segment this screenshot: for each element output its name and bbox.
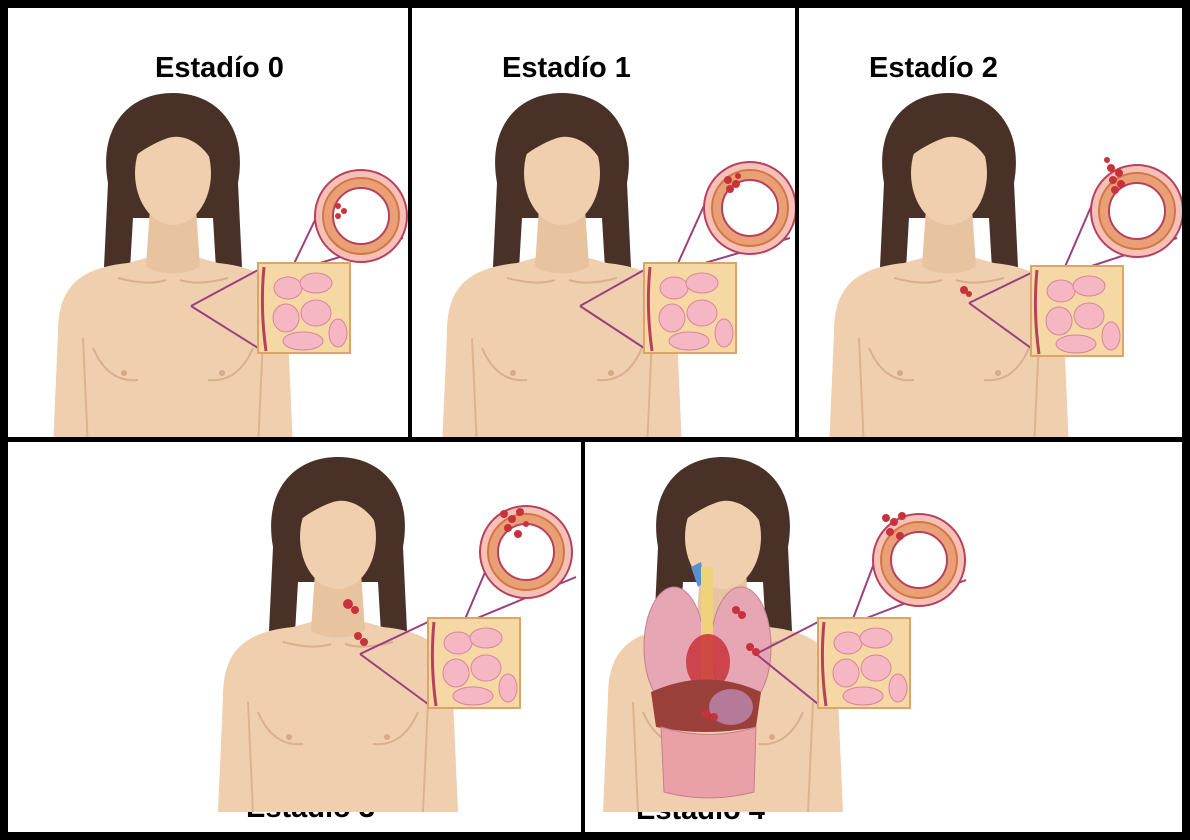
outer-border: [0, 0, 1190, 840]
